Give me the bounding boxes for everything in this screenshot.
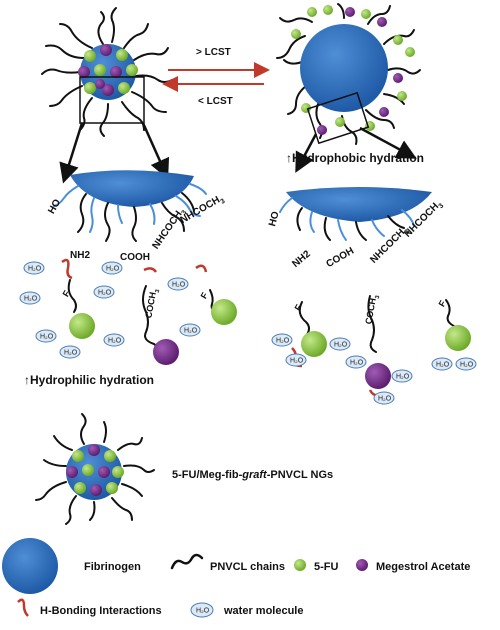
fibrinogen-segment (70, 170, 194, 207)
nh2-label: NH2 (70, 250, 90, 261)
svg-text:H₂O: H₂O (28, 266, 42, 273)
legend-pnvcl-icon (170, 553, 204, 570)
ho-label: HO (46, 197, 63, 216)
five-fu-molecule (301, 331, 327, 357)
svg-text:H₂O: H₂O (24, 296, 38, 303)
cooh-label-collapsed: COOH (325, 246, 356, 271)
svg-text:H₂O: H₂O (436, 362, 450, 369)
legend: Fibrinogen PNVCL chains 5-FU Megestrol A… (2, 538, 470, 618)
coch3-label-collapsed: COCH3 (363, 293, 381, 325)
five-fu-molecule (211, 299, 237, 325)
svg-text:H₂O: H₂O (172, 282, 186, 289)
water-cluster: H₂O H₂O H₂O H₂O H₂O H₂O H₂O H₂O H₂O (19, 261, 201, 359)
svg-text:H₂O: H₂O (106, 266, 120, 273)
water-cluster-collapsed: H₂O H₂O H₂O H₂O H₂O H₂O H₂O H₂O (271, 333, 477, 405)
legend-megestrol-icon (356, 559, 368, 571)
legend-fibrinogen-icon (2, 538, 58, 594)
svg-text:H₂O: H₂O (184, 328, 198, 335)
legend-megestrol-label: Megestrol Acetate (376, 561, 470, 573)
zoom-box-collapsed (306, 91, 370, 145)
svg-text:H₂O: H₂O (196, 608, 210, 615)
svg-text:H₂O: H₂O (378, 396, 392, 403)
swollen-nanogel (41, 7, 173, 137)
cooh-label: COOH (120, 252, 150, 263)
svg-text:H₂O: H₂O (40, 334, 54, 341)
f-label-collapsed-2: F (437, 298, 449, 308)
lcst-arrows: > LCST < LCST (162, 47, 270, 107)
legend-pnvcl-label: PNVCL chains (210, 561, 285, 573)
nh2-label-collapsed: NH2 (290, 248, 313, 270)
svg-text:H₂O: H₂O (276, 338, 290, 345)
svg-text:H₂O: H₂O (290, 358, 304, 365)
forward-lcst-label: > LCST (196, 47, 231, 58)
megestrol-molecule (153, 339, 179, 365)
nhcoch3-label-2: NHCOCH3 (179, 193, 227, 228)
nanogel-icon (35, 413, 155, 525)
svg-text:H₂O: H₂O (396, 374, 410, 381)
drug-particles (78, 44, 138, 96)
coch3-label: COCH3 (143, 287, 161, 319)
legend-water-icon: H₂O (190, 602, 214, 618)
legend-water-label: water molecule (223, 605, 303, 617)
fibrinogen-core-collapsed (300, 24, 388, 112)
megestrol-molecule (365, 363, 391, 389)
zoom-arrow-left-b (141, 122, 170, 180)
swollen-detail: HO NH2 COOH NHCOCH3 NHCOCH3 F COCH3 F H₂… (19, 170, 237, 387)
legend-five-fu-icon (294, 559, 306, 571)
released-drugs (291, 5, 415, 135)
ho-label-collapsed: HO (267, 210, 282, 228)
ng-caption: 5-FU/Meg-fib-graft-PNVCL NGs (172, 469, 333, 481)
zoom-arrow-right-a (295, 133, 318, 173)
legend-hbond-label: H-Bonding Interactions (40, 605, 162, 617)
svg-text:H₂O: H₂O (334, 342, 348, 349)
svg-text:H₂O: H₂O (108, 338, 122, 345)
f-label-1: F (61, 288, 73, 298)
svg-text:H₂O: H₂O (64, 350, 78, 357)
five-fu-molecule (445, 325, 471, 351)
zoom-arrow-right-b (359, 126, 417, 159)
svg-text:H₂O: H₂O (350, 360, 364, 367)
zoom-arrow-left-a (59, 122, 84, 184)
collapsed-detail: ↑Hydrophobic hydration HO NH2 COOH NHCOC… (267, 151, 477, 405)
reverse-lcst-label: < LCST (198, 96, 233, 107)
fibrinogen-segment-collapsed (286, 187, 432, 222)
f-label-collapsed-1: F (293, 302, 305, 312)
svg-text:H₂O: H₂O (460, 362, 474, 369)
hydrophilic-hydration-label: ↑Hydrophilic hydration (24, 373, 154, 387)
legend-five-fu-label: 5-FU (314, 561, 339, 573)
svg-text:H₂O: H₂O (98, 290, 112, 297)
five-fu-molecule (69, 313, 95, 339)
legend-fibrinogen-label: Fibrinogen (84, 561, 141, 573)
collapsed-nanogel (276, 3, 421, 145)
legend-hbond-icon (17, 598, 29, 617)
f-label-2: F (199, 290, 211, 300)
zoom-box (79, 76, 145, 124)
hydrophobic-hydration-label: ↑Hydrophobic hydration (286, 151, 424, 165)
